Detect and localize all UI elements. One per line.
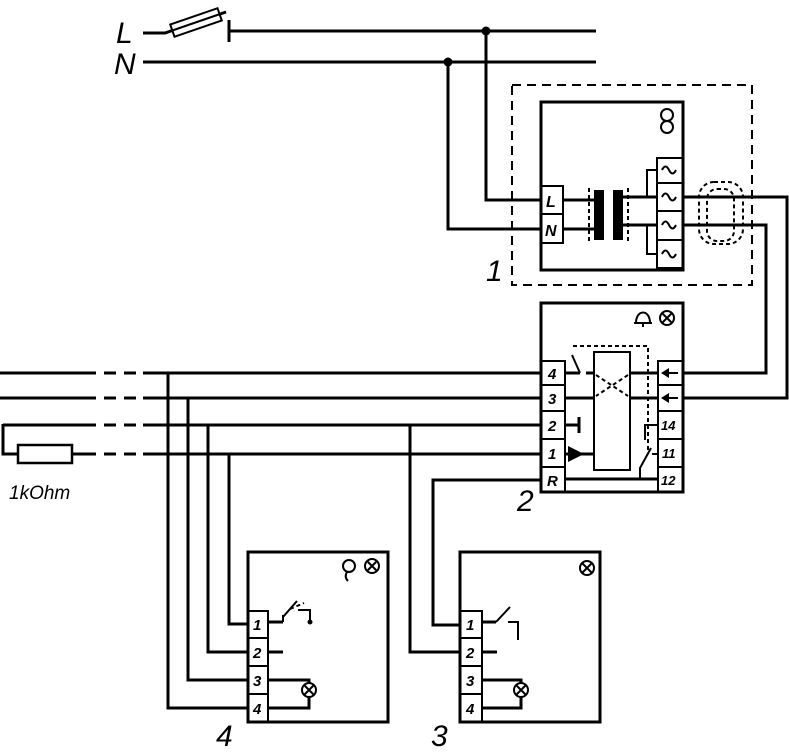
neutral-drop-wire xyxy=(446,62,541,231)
device-3: 1 2 3 4 3 xyxy=(431,550,602,753)
branch-wires xyxy=(166,373,541,710)
secondary-wire-b xyxy=(683,223,768,375)
resistor-label: 1kOhm xyxy=(9,483,70,504)
switch-icon xyxy=(268,600,313,654)
ac-terminal-icon xyxy=(661,192,677,202)
transformer-icon xyxy=(563,169,657,255)
lamp-icon xyxy=(579,560,595,576)
wire-bus1-to-device4-t1 xyxy=(227,454,248,626)
terminal-14-label: 14 xyxy=(661,418,676,433)
fuse-icon xyxy=(164,6,227,39)
wire-bus2-to-device3-t2 xyxy=(408,425,460,654)
terminal-12-label: 12 xyxy=(661,473,676,488)
wire-bus4-to-device4-t4 xyxy=(166,373,248,710)
bus-lines: 1kOhm xyxy=(0,371,541,504)
terminal-3-label: 3 xyxy=(253,673,262,690)
wire-bus2-to-device4-t2 xyxy=(206,425,248,654)
wire-r-to-device3-t1 xyxy=(431,478,541,627)
terminal-3-label: 3 xyxy=(548,391,557,408)
bell-icon xyxy=(634,311,652,327)
cable-marker xyxy=(698,181,744,245)
lamp-icon xyxy=(482,678,529,710)
device-3-label: 3 xyxy=(431,720,448,753)
device-1-input-terminals: L N xyxy=(540,185,564,244)
neutral-label: N xyxy=(114,48,136,81)
terminal-2-label: 2 xyxy=(547,418,557,435)
device-2-box xyxy=(539,301,685,494)
device-4: 1 2 3 4 4 xyxy=(216,550,390,753)
push-button-icon xyxy=(342,559,356,582)
device-2-internals xyxy=(565,345,658,481)
lamp-icon xyxy=(659,310,675,326)
terminal-l-label: L xyxy=(546,194,556,211)
device-1-enclosure xyxy=(511,84,753,286)
device-1: L N 1 xyxy=(486,84,753,288)
mains: L N xyxy=(114,6,596,231)
arrow-left-icon xyxy=(661,393,678,403)
terminal-n-label: N xyxy=(545,223,557,240)
live-label: L xyxy=(116,17,133,50)
device-1-output-terminals xyxy=(656,157,684,269)
terminal-r-label: R xyxy=(547,473,558,490)
switch-icon xyxy=(482,606,519,654)
secondary-wire-a xyxy=(683,195,789,400)
ac-terminal-icon xyxy=(661,165,677,175)
device-2-left-terminals: 4 3 2 1 R xyxy=(540,360,566,493)
terminal-11-label: 11 xyxy=(662,446,676,461)
terminal-3-label: 3 xyxy=(466,673,475,690)
terminal-4-label: 4 xyxy=(547,366,557,383)
device-1-label: 1 xyxy=(486,255,503,288)
terminal-4-label: 4 xyxy=(252,701,262,718)
device-4-label: 4 xyxy=(216,720,233,753)
device-2: 4 3 2 1 R 14 11 12 xyxy=(516,301,685,518)
lamp-icon xyxy=(268,678,317,710)
terminal-1-label: 1 xyxy=(466,617,474,634)
terminal-2-label: 2 xyxy=(465,645,475,662)
terminal-4-label: 4 xyxy=(465,701,475,718)
device-3-terminals: 1 2 3 4 xyxy=(459,610,483,723)
wire-bus3-to-device4-t3 xyxy=(186,398,248,682)
device-4-terminals: 1 2 3 4 xyxy=(247,610,269,723)
ac-terminal-icon xyxy=(661,249,677,259)
bell-transformer-icon xyxy=(660,108,674,134)
device-2-right-terminals: 14 11 12 xyxy=(657,360,684,493)
resistor-loop-wire xyxy=(1,424,18,456)
lamp-icon xyxy=(364,558,380,574)
terminal-2-label: 2 xyxy=(252,645,262,662)
terminal-1-label: 1 xyxy=(548,446,556,463)
arrow-left-icon xyxy=(661,368,678,378)
device-2-label: 2 xyxy=(516,485,534,518)
resistor-icon xyxy=(16,443,74,465)
ac-terminal-icon xyxy=(661,220,677,230)
terminal-1-label: 1 xyxy=(253,617,261,634)
live-drop-wire xyxy=(484,31,541,202)
